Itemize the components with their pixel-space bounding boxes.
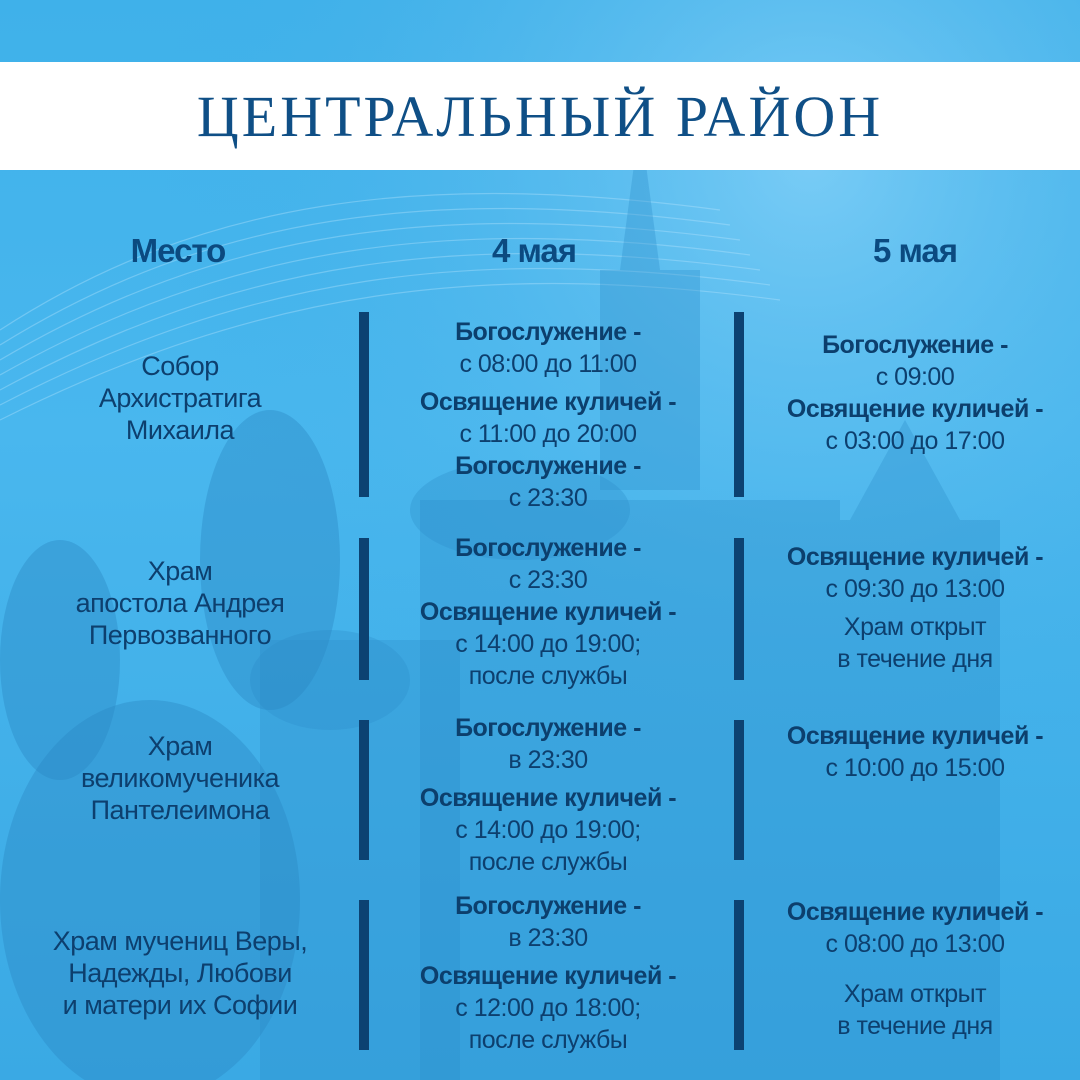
- separator-bar: [734, 720, 744, 860]
- separator-bar: [359, 312, 369, 497]
- separator-bar: [359, 900, 369, 1050]
- temple-open-note: Храм открыт: [843, 613, 987, 641]
- service-time: с 09:00: [875, 363, 955, 391]
- service-time: с 09:30 до 13:00: [825, 575, 1005, 603]
- place-line: апостола Андрея: [75, 588, 285, 618]
- service-time: с 08:00 до 13:00: [825, 930, 1005, 958]
- service-label: Освящение куличей -: [419, 962, 677, 990]
- service-time: с 14:00 до 19:00;: [455, 630, 641, 658]
- place-name: Храм апостола Андрея Первозванного: [30, 555, 330, 651]
- service-note: после службы: [468, 848, 628, 876]
- service-label: Освящение куличей -: [786, 722, 1044, 750]
- schedule-may-5: Освящение куличей - с 10:00 до 15:00: [750, 720, 1080, 784]
- service-note: после службы: [468, 662, 628, 690]
- separator-bar: [734, 900, 744, 1050]
- service-time: с 10:00 до 15:00: [825, 754, 1005, 782]
- service-label: Богослужение -: [455, 452, 641, 480]
- service-label: Освящение куличей -: [419, 598, 677, 626]
- place-name: Храм мучениц Веры, Надежды, Любови и мат…: [30, 925, 330, 1021]
- schedule-may-5: Освящение куличей - с 09:30 до 13:00 Хра…: [750, 541, 1080, 675]
- header-may-5: 5 мая: [872, 232, 958, 269]
- header-place: Место: [130, 232, 227, 269]
- place-line: Михаила: [125, 415, 235, 445]
- schedule-may-4: Богослужение - в 23:30 Освящение куличей…: [383, 712, 713, 878]
- service-label: Освящение куличей -: [786, 898, 1044, 926]
- place-line: Надежды, Любови: [68, 958, 292, 988]
- temple-open-note: в течение дня: [837, 1012, 993, 1040]
- service-label: Богослужение -: [455, 534, 641, 562]
- title-banner: ЦЕНТРАЛЬНЫЙ РАЙОН: [0, 62, 1080, 170]
- place-line: Первозванного: [88, 620, 272, 650]
- schedule-may-5: Богослужение - с 09:00 Освящение куличей…: [750, 329, 1080, 457]
- place-name: Храм великомученика Пантелеимона: [30, 730, 330, 826]
- temple-open-note: Храм открыт: [843, 980, 987, 1008]
- place-name: Собор Архистратига Михаила: [30, 350, 330, 446]
- separator-bar: [734, 312, 744, 497]
- place-line: Пантелеимона: [90, 795, 270, 825]
- schedule-may-4: Богослужение - с 08:00 до 11:00 Освящени…: [383, 316, 713, 514]
- place-line: и матери их Софии: [62, 990, 298, 1020]
- service-label: Богослужение -: [455, 892, 641, 920]
- page-title: ЦЕНТРАЛЬНЫЙ РАЙОН: [196, 83, 884, 149]
- place-line: Храм мучениц Веры,: [52, 926, 308, 956]
- header-may-4: 4 мая: [491, 232, 577, 269]
- service-label: Богослужение -: [455, 318, 641, 346]
- service-label: Освящение куличей -: [419, 388, 677, 416]
- place-line: Архистратига: [98, 383, 262, 413]
- service-time: с 23:30: [508, 484, 588, 512]
- service-label: Освящение куличей -: [786, 543, 1044, 571]
- service-time: с 03:00 до 17:00: [825, 427, 1005, 455]
- service-time: с 12:00 до 18:00;: [455, 994, 641, 1022]
- temple-open-note: в течение дня: [837, 645, 993, 673]
- separator-bar: [359, 720, 369, 860]
- service-time: с 11:00 до 20:00: [459, 420, 637, 448]
- schedule-may-4: Богослужение - с 23:30 Освящение куличей…: [383, 532, 713, 692]
- separator-bar: [359, 538, 369, 680]
- place-line: Храм: [147, 731, 213, 761]
- service-label: Богослужение -: [455, 714, 641, 742]
- place-line: Собор: [141, 351, 219, 381]
- service-label: Богослужение -: [822, 331, 1008, 359]
- service-time: с 14:00 до 19:00;: [455, 816, 641, 844]
- place-line: великомученика: [81, 763, 280, 793]
- service-label: Освящение куличей -: [419, 784, 677, 812]
- place-line: Храм: [147, 556, 213, 586]
- service-note: после службы: [468, 1026, 628, 1054]
- service-time: в 23:30: [508, 746, 588, 774]
- service-time: с 23:30: [508, 566, 588, 594]
- separator-bar: [734, 538, 744, 680]
- service-label: Освящение куличей -: [786, 395, 1044, 423]
- service-time: в 23:30: [508, 924, 588, 952]
- service-time: с 08:00 до 11:00: [459, 350, 637, 378]
- schedule-may-4: Богослужение - в 23:30 Освящение куличей…: [383, 890, 713, 1056]
- schedule-may-5: Освящение куличей - с 08:00 до 13:00 Хра…: [750, 896, 1080, 1042]
